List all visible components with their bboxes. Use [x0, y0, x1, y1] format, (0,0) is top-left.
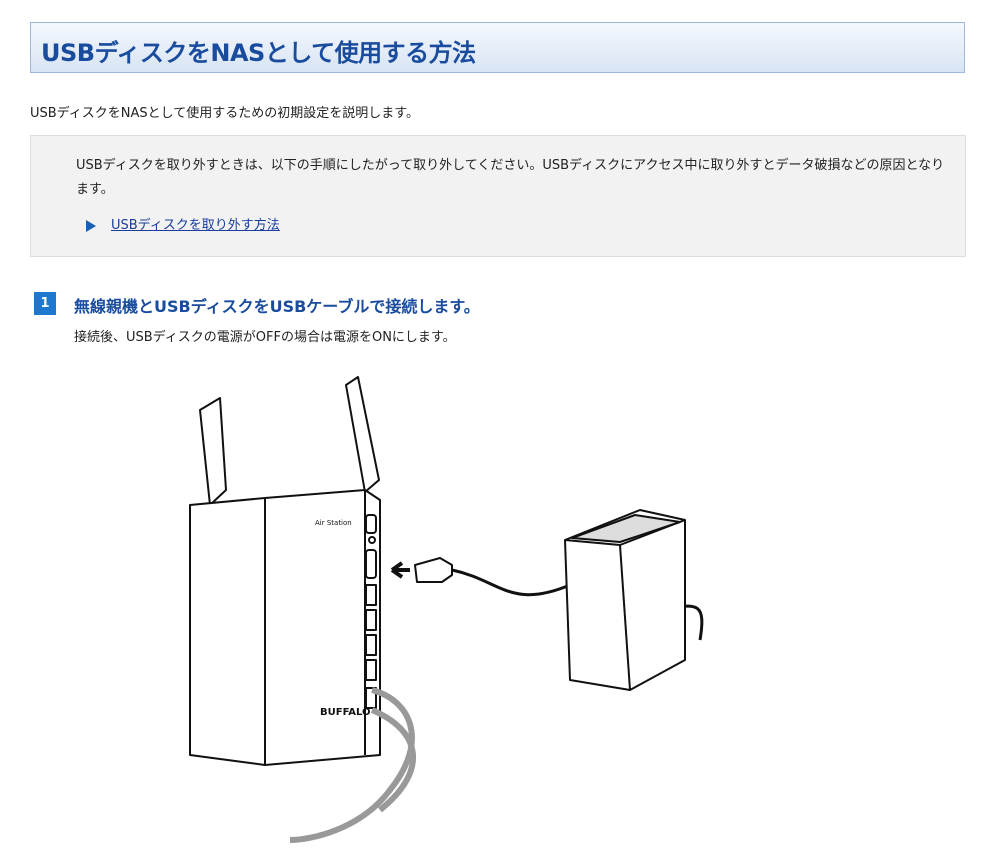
page-title-bar: USBディスクをNASとして使用する方法: [30, 22, 965, 73]
router-usb-illustration: Air Station BUFFALO: [189, 376, 704, 843]
note-link-row: USBディスクを取り外す方法: [86, 214, 280, 233]
note-text: USBディスクを取り外すときは、以下の手順にしたがって取り外してください。USB…: [76, 158, 945, 197]
page-title: USBディスクをNASとして使用する方法: [41, 39, 476, 67]
usb-cable: [451, 568, 571, 597]
router-right-panel: [264, 489, 381, 766]
router-brand-label: Air Station: [315, 519, 352, 527]
insert-arrow-icon: [390, 561, 410, 579]
usb-hard-drive: [564, 509, 686, 691]
router-left-panel: [189, 497, 266, 766]
usb-port: [365, 549, 377, 579]
step-number-badge: 1: [34, 292, 56, 315]
note-box: USBディスクを取り外すときは、以下の手順にしたがって取り外してください。USB…: [30, 135, 966, 257]
arrow-right-icon: [86, 219, 96, 232]
right-antenna: [345, 376, 380, 493]
router-brand-logo: BUFFALO: [320, 707, 371, 718]
left-antenna: [199, 397, 227, 506]
network-cable: [289, 687, 415, 843]
step-title: 無線親機とUSBディスクをUSBケーブルで接続します。: [74, 297, 480, 316]
usb-plug: [414, 557, 453, 583]
remove-usb-disk-link[interactable]: USBディスクを取り外す方法: [111, 218, 280, 233]
step-description: 接続後、USBディスクの電源がOFFの場合は電源をONにします。: [74, 330, 456, 345]
intro-text: USBディスクをNASとして使用するための初期設定を説明します。: [30, 106, 419, 121]
